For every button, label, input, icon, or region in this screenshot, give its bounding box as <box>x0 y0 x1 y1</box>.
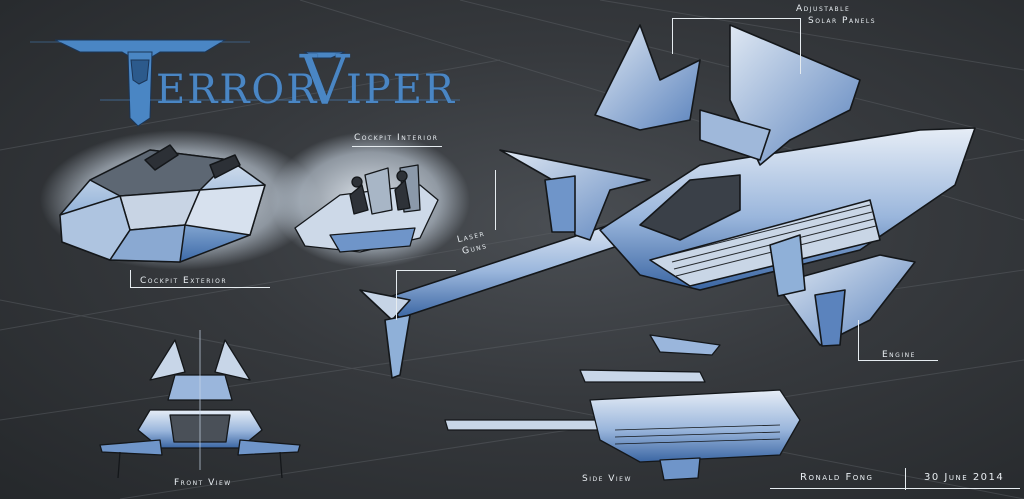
leader-solar-panels-vert2 <box>800 18 801 74</box>
title-word-iper: IPER <box>346 67 457 113</box>
leader-engine-vert <box>858 320 859 360</box>
label-side-view: Side View <box>582 474 632 484</box>
leader-laser-guns-drop <box>396 270 397 320</box>
leader-solar-panels-vert <box>672 18 673 54</box>
signature-artist: Ronald Fong <box>800 472 874 483</box>
leader-solar-panels <box>672 18 800 19</box>
leader-laser-guns-horiz <box>396 270 456 271</box>
leader-laser-guns <box>495 170 496 230</box>
label-solar-panels-line2: Solar Panels <box>808 16 877 26</box>
label-cockpit-interior: Cockpit Interior <box>354 133 439 143</box>
title-word-error: ERROR <box>156 67 319 113</box>
label-engine: Engine <box>882 350 916 360</box>
title-letter-v: V <box>300 42 352 121</box>
signature-divider <box>905 468 906 490</box>
signature-underline <box>770 488 1020 489</box>
label-solar-panels-line1: Adjustable <box>796 4 851 14</box>
label-front-view: Front View <box>174 478 232 488</box>
leader-cockpit-exterior <box>130 287 270 288</box>
signature-date: 30 June 2014 <box>924 472 1005 483</box>
leader-engine <box>858 360 938 361</box>
label-cockpit-exterior: Cockpit Exterior <box>140 276 228 286</box>
leader-cockpit-exterior-vert <box>130 270 131 288</box>
leader-cockpit-interior <box>352 146 442 147</box>
